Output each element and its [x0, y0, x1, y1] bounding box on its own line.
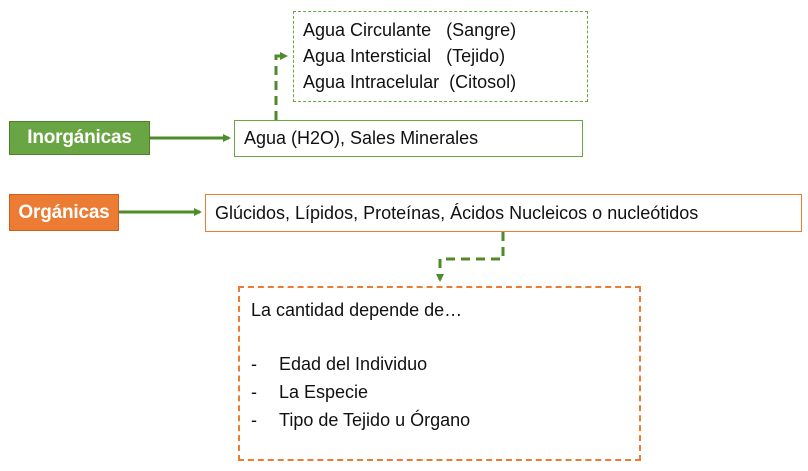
organicas-content-text: Glúcidos, Lípidos, Proteínas, Ácidos Nuc…: [215, 202, 699, 223]
cantidad-box: La cantidad depende de… - Edad del Indiv…: [238, 286, 641, 461]
arrow-agua-to-types: [274, 52, 288, 120]
cantidad-item-text: Tipo de Tejido u Órgano: [279, 410, 471, 430]
bullet-dash: -: [251, 410, 257, 430]
inorganicas-content-box: Agua (H2O), Sales Minerales: [234, 120, 583, 157]
cantidad-title: La cantidad depende de…: [251, 300, 463, 320]
arrow-organicas-to-cantidad: [436, 232, 505, 282]
agua-type-item: Agua Intracelular (Citosol): [303, 72, 517, 92]
inorganicas-content-text: Agua (H2O), Sales Minerales: [244, 128, 479, 148]
cantidad-item-text: Edad del Individuo: [279, 354, 428, 374]
cantidad-list-item: - La Especie: [251, 378, 639, 406]
cantidad-item-text: La Especie: [279, 382, 369, 402]
cantidad-list-item: - Tipo de Tejido u Órgano: [251, 406, 639, 434]
bullet-dash: -: [251, 354, 257, 374]
agua-type-item: Agua Intersticial (Tejido): [303, 46, 506, 66]
agua-types-box: Agua Circulante (Sangre) Agua Interstici…: [293, 11, 588, 102]
bullet-dash: -: [251, 382, 257, 402]
organicas-label: Orgánicas: [9, 194, 119, 231]
agua-type-item: Agua Circulante (Sangre): [303, 20, 517, 40]
organicas-content-box: Glúcidos, Lípidos, Proteínas, Ácidos Nuc…: [205, 194, 802, 232]
cantidad-list-item: - Edad del Individuo: [251, 350, 639, 378]
inorganicas-label: Inorgánicas: [9, 121, 150, 155]
